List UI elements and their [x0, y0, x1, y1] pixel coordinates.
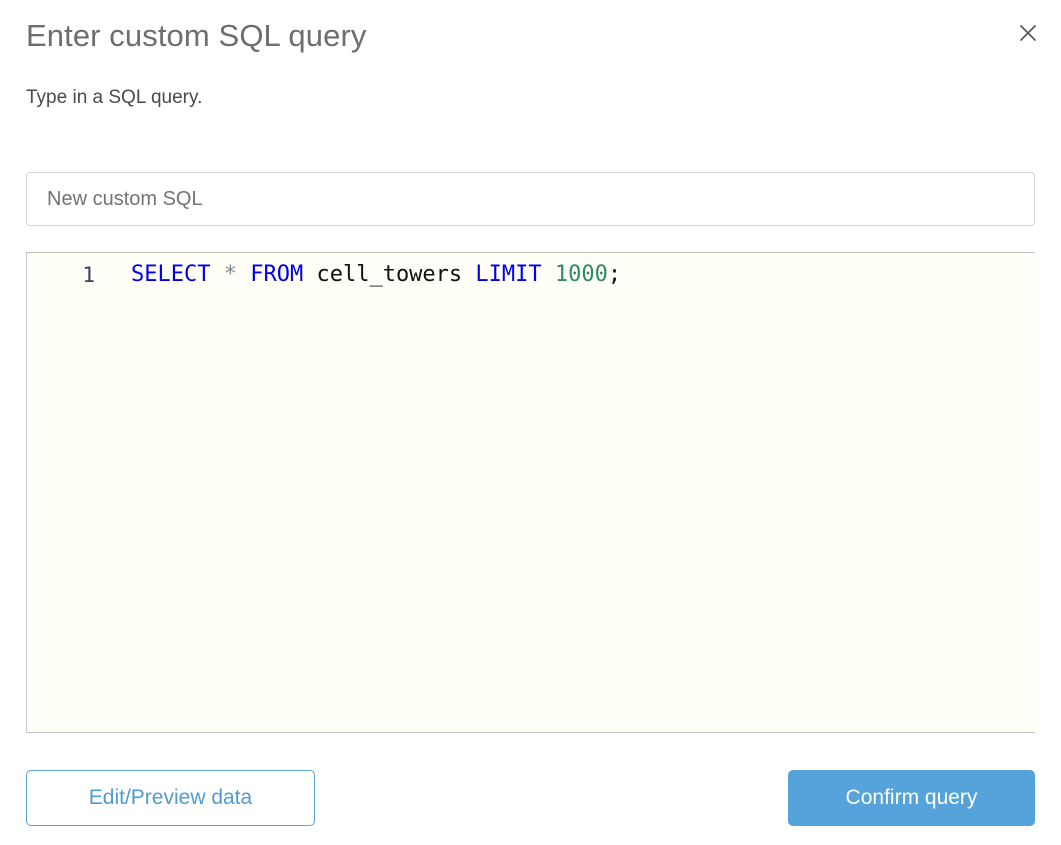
sql-editor[interactable]: 1 SELECT * FROM cell_towers LIMIT 1000; — [26, 252, 1035, 733]
close-button[interactable] — [1009, 14, 1047, 52]
sql-token-operator: * — [223, 262, 237, 287]
sql-token-keyword: FROM — [250, 262, 304, 287]
sql-token-number: 1000 — [554, 262, 608, 287]
query-name-input[interactable] — [26, 172, 1035, 226]
sql-token-keyword: LIMIT — [475, 262, 542, 287]
sql-code-line[interactable]: SELECT * FROM cell_towers LIMIT 1000; — [105, 253, 1035, 297]
sql-token-space — [237, 262, 250, 287]
editor-line: 1 SELECT * FROM cell_towers LIMIT 1000; — [27, 253, 1035, 297]
sql-token-identifier: cell_towers — [316, 262, 463, 287]
edit-preview-data-button[interactable]: Edit/Preview data — [26, 770, 315, 826]
sql-token-space — [542, 262, 555, 287]
dialog-subtitle: Type in a SQL query. — [26, 87, 203, 108]
sql-token-space — [303, 262, 316, 287]
page-title: Enter custom SQL query — [26, 18, 367, 53]
confirm-query-button[interactable]: Confirm query — [788, 770, 1035, 826]
sql-token-keyword: SELECT — [131, 262, 211, 287]
sql-token-space — [210, 262, 223, 287]
sql-token-space — [462, 262, 475, 287]
line-number-gutter: 1 — [82, 263, 95, 287]
close-icon — [1018, 23, 1038, 43]
sql-token-punct: ; — [607, 262, 622, 287]
